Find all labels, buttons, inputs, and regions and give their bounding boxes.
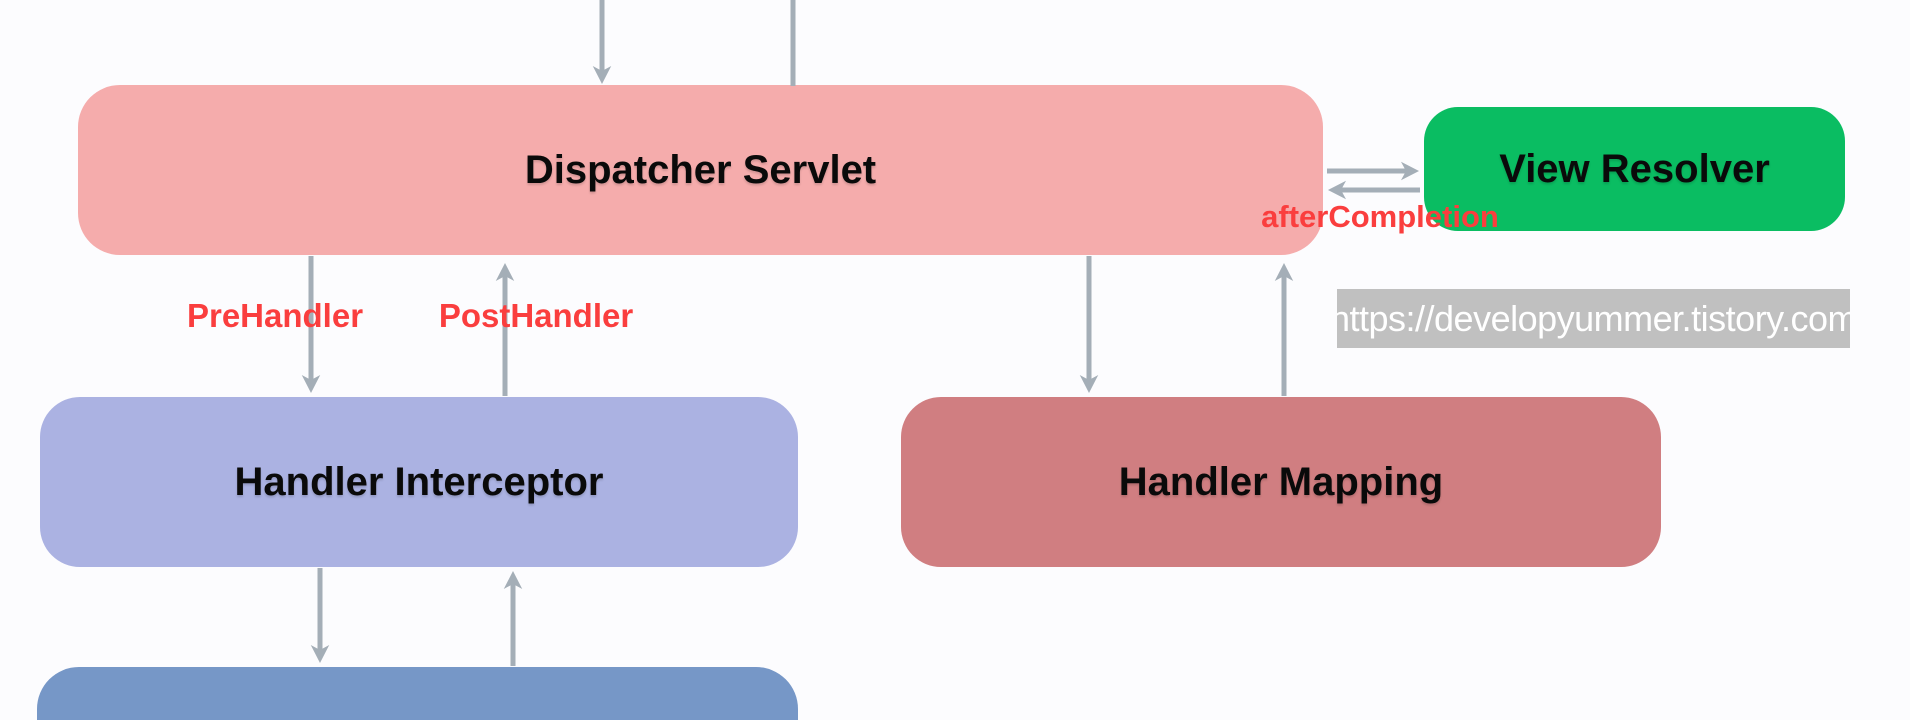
watermark-url: https://developyummer.tistory.com xyxy=(1337,289,1850,348)
edge-label-posthandler: PostHandler xyxy=(438,297,634,334)
node-handler-interceptor: Handler Interceptor xyxy=(40,397,798,567)
node-handler-mapping: Handler Mapping xyxy=(901,397,1661,567)
node-handler-mapping-label: Handler Mapping xyxy=(1118,459,1444,504)
node-view-resolver: View Resolver xyxy=(1424,107,1845,231)
edge-label-aftercompletion: afterCompletion xyxy=(1261,199,1499,234)
node-dispatcher-servlet: Dispatcher Servlet xyxy=(78,85,1323,255)
node-dispatcher-servlet-label: Dispatcher Servlet xyxy=(524,147,877,192)
node-bottom-partial xyxy=(37,667,798,720)
edge-label-prehandler: PreHandler xyxy=(186,297,364,334)
node-handler-interceptor-label: Handler Interceptor xyxy=(234,459,604,504)
node-view-resolver-label: View Resolver xyxy=(1499,146,1770,191)
